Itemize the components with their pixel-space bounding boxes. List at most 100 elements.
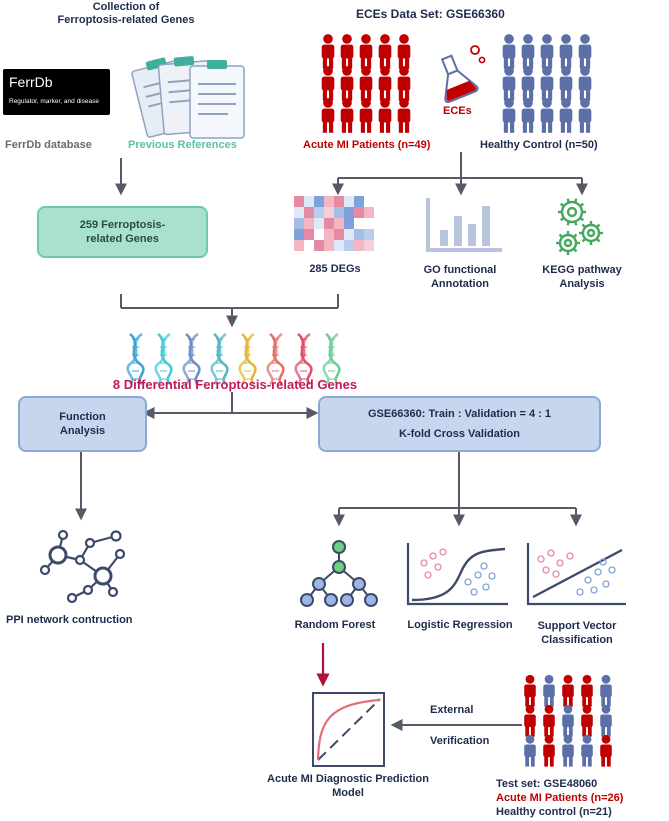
person-icon	[562, 704, 574, 737]
function-analysis-box: Function Analysis	[18, 396, 147, 452]
function-line2: Analysis	[59, 425, 106, 437]
heatmap-cell	[334, 240, 344, 251]
degs-label: 285 DEGs	[309, 263, 361, 275]
model-label-line2: Model	[332, 787, 364, 799]
heatmap-cell	[344, 218, 354, 229]
heatmap-cell	[364, 240, 374, 251]
dna-helix	[182, 332, 201, 386]
heatmap-cell	[334, 196, 344, 207]
eces-label: ECEs	[443, 105, 472, 117]
person-icon	[378, 66, 392, 101]
heatmap-cell	[324, 207, 334, 218]
ferrdb-database-label: FerrDb database	[5, 139, 92, 151]
person-icon	[397, 34, 411, 69]
gear-tooth	[558, 233, 564, 239]
gear-tooth	[572, 233, 578, 239]
ferroptosis-genes-box: 259 Ferroptosis- related Genes	[37, 206, 208, 258]
gse-line2: K-fold Cross Validation	[398, 428, 520, 440]
dna-helix	[238, 332, 257, 386]
person-icon	[540, 34, 554, 69]
ferrdb-tagline: Regulator, marker, and disease	[9, 98, 99, 105]
test-healthy-label: Healthy control (n=21)	[496, 806, 612, 818]
ppi-label: PPI network contruction	[6, 614, 133, 626]
dna-helix	[294, 332, 313, 386]
ferroptosis-genes-line1: 259 Ferroptosis-	[79, 219, 166, 231]
heatmap-cell	[354, 229, 364, 240]
svc-label-line2: Classification	[541, 634, 613, 646]
acute-mi-patients-group	[321, 34, 411, 133]
person-icon	[321, 34, 335, 69]
heatmap-cell	[364, 196, 374, 207]
person-icon	[600, 674, 612, 707]
person-icon	[521, 98, 535, 133]
random-forest-label: Random Forest	[294, 619, 376, 631]
gear-tooth	[559, 202, 565, 208]
person-icon	[321, 66, 335, 101]
clipboard-icon	[131, 56, 245, 139]
heatmap-cell	[344, 207, 354, 218]
dna-helix	[266, 332, 285, 386]
heatmap-cell	[364, 229, 374, 240]
test-acute-label: Acute MI Patients (n=26)	[496, 792, 624, 804]
heatmap-cell	[354, 196, 364, 207]
test-set-group	[524, 674, 612, 767]
person-icon	[581, 704, 593, 737]
person-icon	[562, 674, 574, 707]
person-icon	[578, 98, 592, 133]
person-icon	[502, 66, 516, 101]
gear-tooth	[573, 198, 578, 203]
gear-tooth	[572, 247, 578, 253]
person-icon	[378, 98, 392, 133]
gear-tooth	[581, 223, 587, 229]
go-label-line2: Annotation	[430, 278, 490, 290]
flask-icon	[440, 45, 486, 103]
heatmap-cell	[294, 240, 304, 251]
person-icon	[581, 674, 593, 707]
heatmap-cell	[294, 207, 304, 218]
person-icon	[524, 704, 536, 737]
heatmap-cell	[344, 229, 354, 240]
person-icon	[524, 674, 536, 707]
go-label-line1: GO functional	[423, 264, 497, 276]
person-icon	[524, 734, 536, 767]
person-icon	[502, 98, 516, 133]
ferrdb-logo-text: FerrDb	[9, 74, 53, 90]
heatmap-cell	[314, 207, 324, 218]
person-icon	[521, 66, 535, 101]
heatmap-cell	[324, 196, 334, 207]
heatmap-cell	[324, 240, 334, 251]
person-icon	[397, 98, 411, 133]
heatmap-cell	[344, 196, 354, 207]
dna-helix	[322, 332, 341, 386]
person-icon	[559, 66, 573, 101]
tree-icon	[300, 540, 378, 607]
person-icon	[540, 66, 554, 101]
heatmap-cell	[334, 218, 344, 229]
left-header-line2: Ferroptosis-related Genes	[57, 14, 195, 26]
heatmap-icon	[294, 196, 374, 251]
person-icon	[543, 674, 555, 707]
heatmap-cell	[294, 196, 304, 207]
kegg-label-line1: KEGG pathway	[542, 264, 622, 276]
ferrdb-logo: FerrDb Regulator, marker, and disease	[3, 69, 110, 115]
logistic-icon	[406, 543, 508, 606]
gse-line1: GSE66360: Train : Validation = 4 : 1	[367, 408, 552, 420]
person-icon	[359, 66, 373, 101]
previous-references-label: Previous References	[128, 139, 237, 151]
person-icon	[321, 98, 335, 133]
person-icon	[540, 98, 554, 133]
gear-tooth	[566, 198, 571, 203]
left-header-line1: Collection of	[92, 1, 160, 13]
function-line1: Function	[59, 411, 106, 423]
heatmap-cell	[294, 229, 304, 240]
dna-icon	[126, 332, 341, 386]
heatmap-cell	[324, 229, 334, 240]
heatmap-cell	[304, 196, 314, 207]
heatmap-cell	[354, 218, 364, 229]
heatmap-cell	[364, 207, 374, 218]
person-icon	[600, 734, 612, 767]
differential-genes-label: 8 Differential Ferroptosis-related Genes	[112, 377, 358, 392]
heatmap-cell	[364, 218, 374, 229]
gear-tooth	[581, 237, 587, 243]
test-set-label-group: Test set: GSE48060 Acute MI Patients (n=…	[496, 777, 623, 819]
